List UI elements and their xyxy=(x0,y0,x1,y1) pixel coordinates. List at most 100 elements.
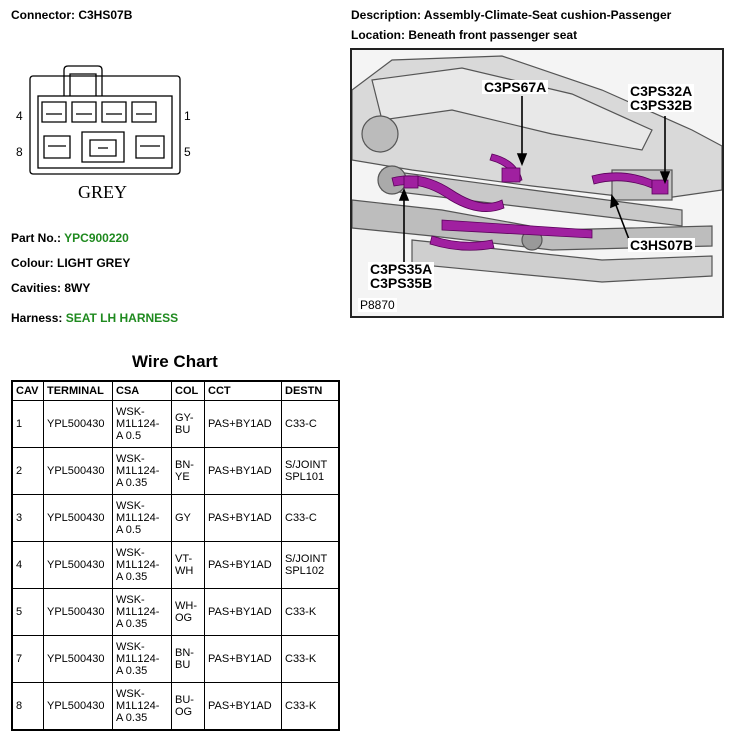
description-line: Description: Assembly-Climate-Seat cushi… xyxy=(351,8,671,22)
cell-csa-line: M1L124- xyxy=(116,606,160,618)
cell-col-line: YE xyxy=(175,471,190,483)
cell-destn: C33-K xyxy=(281,635,340,683)
cell-destn: C33-C xyxy=(281,494,340,542)
connector-color-text: GREY xyxy=(78,182,127,202)
cell-cav: 8 xyxy=(11,682,44,731)
cell-csa: WSK-M1L124-A 0.35 xyxy=(112,635,172,683)
cell-col: VT-WH xyxy=(171,541,205,589)
header-csa: CSA xyxy=(112,380,172,401)
cell-destn-line: S/JOINT xyxy=(285,553,328,565)
header-col: COL xyxy=(171,380,205,401)
harness-link[interactable]: SEAT LH HARNESS xyxy=(65,311,179,325)
callout-c3ps35: C3PS35A C3PS35B xyxy=(368,262,435,291)
cell-cav: 7 xyxy=(11,635,44,683)
cell-col-line: BN- xyxy=(175,647,194,659)
callout-c3ps32a: C3PS32A xyxy=(630,83,693,99)
cell-col-line: GY- xyxy=(175,412,194,424)
cell-csa-line: M1L124- xyxy=(116,700,160,712)
cell-destn: C33-C xyxy=(281,400,340,448)
part-no-link[interactable]: YPC900220 xyxy=(64,231,129,245)
cell-csa-line: WSK- xyxy=(116,500,145,512)
cell-destn-line: SPL101 xyxy=(285,471,325,483)
cell-csa-line: WSK- xyxy=(116,641,145,653)
cell-destn: C33-K xyxy=(281,588,340,636)
cell-csa: WSK-M1L124-A 0.35 xyxy=(112,588,172,636)
cell-cav: 3 xyxy=(11,494,44,542)
description-label: Description: xyxy=(351,8,422,22)
cell-col-line: OG xyxy=(175,612,193,624)
location-photo: C3PS67A C3PS32A C3PS32B C3HS07B C3PS35A … xyxy=(350,48,724,318)
cell-terminal: YPL500430 xyxy=(43,635,113,683)
callout-c3ps35b: C3PS35B xyxy=(370,275,433,291)
cell-csa-line: A 0.35 xyxy=(116,571,148,583)
cell-col: WH-OG xyxy=(171,588,205,636)
cell-terminal: YPL500430 xyxy=(43,447,113,495)
callout-c3ps67a: C3PS67A xyxy=(482,79,549,95)
cell-csa-line: A 0.5 xyxy=(116,430,142,442)
cavities-label: Cavities: xyxy=(11,281,62,295)
cell-cav: 1 xyxy=(11,400,44,448)
cell-terminal: YPL500430 xyxy=(43,494,113,542)
cell-destn-line: C33-K xyxy=(285,700,317,712)
connector-face-diagram: 4 1 8 5 GREY xyxy=(16,65,191,202)
cell-col-line: WH- xyxy=(175,600,197,612)
callout-c3ps32b: C3PS32B xyxy=(630,97,693,113)
cavities-value: 8WY xyxy=(64,281,91,295)
colour-label: Colour: xyxy=(11,256,54,270)
cell-col-line: BN- xyxy=(175,459,194,471)
connector-label: Connector: xyxy=(11,8,75,22)
cell-terminal: YPL500430 xyxy=(43,588,113,636)
cell-cav: 4 xyxy=(11,541,44,589)
cell-csa-line: WSK- xyxy=(116,688,145,700)
cavities-line: Cavities: 8WY xyxy=(11,281,90,295)
part-no-line: Part No.: YPC900220 xyxy=(11,231,129,245)
cell-csa-line: M1L124- xyxy=(116,465,160,477)
cell-csa-line: WSK- xyxy=(116,406,145,418)
cell-col-line: VT- xyxy=(175,553,193,565)
wire-chart-header-row: CAV TERMINAL CSA COL CCT DESTN xyxy=(11,380,340,401)
location-value: Beneath front passenger seat xyxy=(408,28,578,42)
cell-csa: WSK-M1L124-A 0.35 xyxy=(112,447,172,495)
cell-csa-line: A 0.35 xyxy=(116,712,148,724)
cell-col-line: OG xyxy=(175,706,193,718)
pin-4-label: 4 xyxy=(16,109,23,123)
cell-cav: 5 xyxy=(11,588,44,636)
cell-csa-line: M1L124- xyxy=(116,512,160,524)
cell-csa-line: A 0.35 xyxy=(116,618,148,630)
callout-c3ps32: C3PS32A C3PS32B xyxy=(628,83,695,113)
cell-cav: 2 xyxy=(11,447,44,495)
cell-csa-line: M1L124- xyxy=(116,559,160,571)
connector-line: Connector: C3HS07B xyxy=(11,8,132,22)
cell-terminal: YPL500430 xyxy=(43,400,113,448)
harness-line: Harness: SEAT LH HARNESS xyxy=(11,311,178,325)
cell-cct: PAS+BY1AD xyxy=(204,494,282,542)
cell-destn: C33-K xyxy=(281,682,340,731)
cell-col: BN-YE xyxy=(171,447,205,495)
photo-id: P8870 xyxy=(358,298,397,312)
colour-line: Colour: LIGHT GREY xyxy=(11,256,130,270)
cell-col: GY-BU xyxy=(171,400,205,448)
cell-csa: WSK-M1L124-A 0.35 xyxy=(112,682,172,731)
cell-col-line: GY xyxy=(175,512,191,524)
cell-destn-line: S/JOINT xyxy=(285,459,328,471)
cell-destn-line: C33-C xyxy=(285,512,317,524)
cell-destn-line: C33-C xyxy=(285,418,317,430)
cell-col: BN-BU xyxy=(171,635,205,683)
location-label: Location: xyxy=(351,28,405,42)
cell-col: BU-OG xyxy=(171,682,205,731)
location-line: Location: Beneath front passenger seat xyxy=(351,28,577,42)
cell-cct: PAS+BY1AD xyxy=(204,635,282,683)
cell-csa-line: A 0.5 xyxy=(116,524,142,536)
cell-csa-line: WSK- xyxy=(116,594,145,606)
pin-1-label: 1 xyxy=(184,109,191,123)
pin-5-label: 5 xyxy=(184,145,191,159)
